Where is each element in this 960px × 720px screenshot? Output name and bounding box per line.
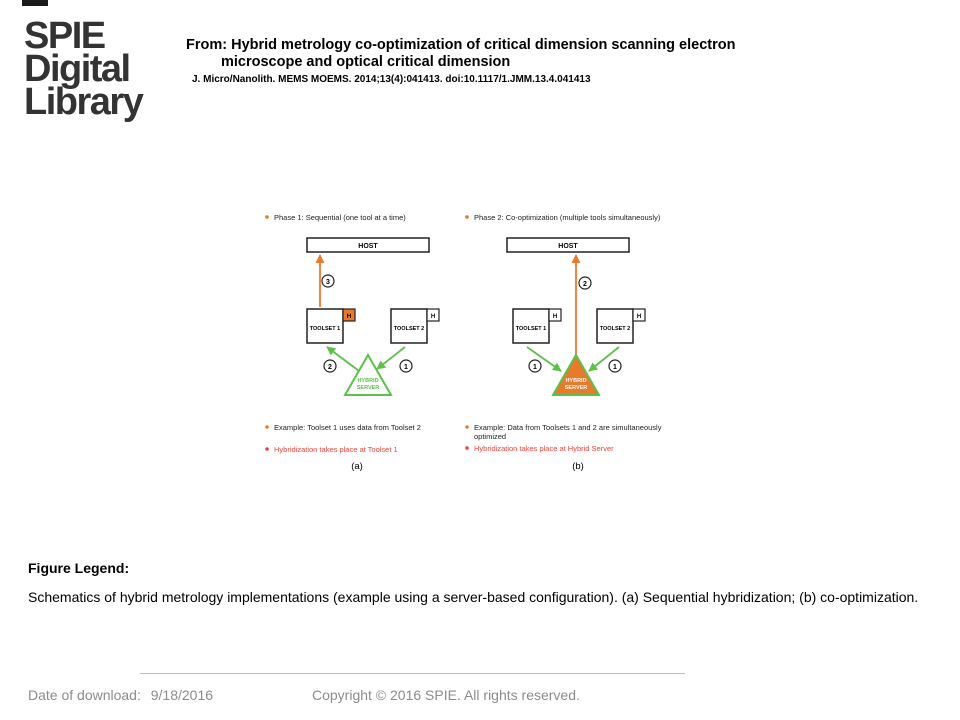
panel-b-phase-label: Phase 2: Co-optimization (multiple tools…: [474, 213, 661, 222]
bullet-icon: [465, 425, 469, 429]
panel-a-caption: (a): [351, 461, 363, 472]
panel-b-step-2-number: 2: [583, 281, 587, 288]
bullet-icon: [265, 215, 269, 219]
panel-b-step-1-left-badge: [528, 359, 542, 373]
panel-b-host-box: [506, 237, 630, 253]
panel-b-hybrid-server-triangle: [551, 352, 601, 396]
panel-a-host-box: [306, 237, 430, 253]
panel-b-toolset-1-flag-letter: H: [553, 314, 557, 320]
panel-a-hybridization: Hybridization takes place at Toolset 1: [274, 445, 398, 454]
article-citation: J. Micro/Nanolith. MEMS MOEMS. 2014;13(4…: [192, 74, 591, 85]
panel-b-host-label: HOST: [558, 243, 578, 250]
figure-legend-title: Figure Legend:: [28, 560, 130, 576]
top-bar: [22, 0, 48, 6]
panel-b: Phase 2: Co-optimization (multiple tools…: [465, 213, 662, 472]
panel-a-step-1-badge: [399, 359, 413, 373]
bullet-icon: [265, 425, 269, 429]
panel-b-example-line-1: Example: Data from Toolsets 1 and 2 are …: [474, 423, 662, 432]
panel-b-toolset-1-hybrid-flag: [548, 308, 562, 322]
panel-b-caption: (b): [572, 461, 584, 472]
copyright-notice: Copyright © 2016 SPIE. All rights reserv…: [312, 687, 580, 703]
panel-a-toolset-2-box: [390, 308, 428, 344]
panel-a-toolset-2-hybrid-flag: [426, 308, 440, 322]
panel-a-toolset-2-flag-letter: H: [431, 314, 435, 320]
logo-line-3: Library: [24, 81, 144, 123]
panel-a-toolset-1-label: TOOLSET 1: [310, 326, 340, 332]
panel-a-step-1-number: 1: [404, 364, 408, 371]
figure-legend-text: Schematics of hybrid metrology implement…: [28, 589, 919, 605]
panel-a-step-2-number: 2: [328, 364, 332, 371]
bullet-icon: [465, 215, 469, 219]
panel-a-example: Example: Toolset 1 uses data from Toolse…: [274, 423, 421, 432]
panel-b-toolset-1-box: [512, 308, 550, 344]
panel-b-toolset-1-label: TOOLSET 1: [516, 326, 546, 332]
panel-b-step-2-badge: [578, 276, 592, 290]
bullet-icon: [265, 447, 269, 451]
panel-b-arrow-step-1-left: [526, 346, 562, 372]
panel-b-toolset-2-label: TOOLSET 2: [600, 326, 630, 332]
download-date-value: 9/18/2016: [150, 687, 214, 703]
panel-a-host-label: HOST: [358, 243, 378, 250]
panel-a-hybrid-server-label-1: HYBRID: [357, 378, 378, 384]
hybrid-metrology-figure: Phase 1: Sequential (one tool at a time)…: [265, 213, 662, 472]
article-header: From: Hybrid metrology co-optimization o…: [186, 37, 886, 87]
panel-a-hybrid-server-triangle: [343, 352, 393, 396]
panel-a-arrow-step-1: [376, 346, 406, 370]
panel-b-hybridization: Hybridization takes place at Hybrid Serv…: [474, 444, 614, 453]
panel-a-step-3-number: 3: [326, 279, 330, 286]
logo-line-2: Digital: [24, 48, 131, 90]
panel-b-toolset-2-box: [596, 308, 634, 344]
panel-b-hybrid-server-label-1: HYBRID: [565, 378, 586, 384]
panel-a-toolset-1-flag-letter: H: [347, 314, 351, 320]
panel-a: Phase 1: Sequential (one tool at a time)…: [265, 213, 440, 472]
panel-a-step-2-badge: [323, 359, 337, 373]
bullet-icon: [465, 446, 469, 450]
panel-b-step-1-left-number: 1: [533, 364, 537, 371]
panel-b-example-line-2: optimized: [474, 432, 506, 441]
download-date-label: Date of download:: [28, 687, 141, 703]
panel-b-toolset-2-flag-letter: H: [637, 314, 641, 320]
footer-divider: [140, 673, 685, 674]
logo-line-1: SPIE: [24, 15, 106, 57]
panel-a-toolset-1-box: [306, 308, 344, 344]
panel-b-toolset-2-hybrid-flag: [632, 308, 646, 322]
panel-b-step-1-right-badge: [608, 359, 622, 373]
panel-b-arrow-step-1-right: [588, 346, 620, 372]
panel-a-toolset-2-label: TOOLSET 2: [394, 326, 424, 332]
panel-b-hybrid-server-label-2: SERVER: [565, 385, 588, 391]
panel-a-phase-label: Phase 1: Sequential (one tool at a time): [274, 213, 406, 222]
panel-a-arrow-step-2: [326, 346, 360, 372]
article-title-line-1: From: Hybrid metrology co-optimization o…: [186, 37, 736, 53]
panel-a-hybrid-server-label-2: SERVER: [357, 385, 380, 391]
panel-a-step-3-badge: [321, 274, 335, 288]
spie-digital-library-logo: SPIE Digital Library: [24, 15, 154, 123]
article-title-line-2: microscope and optical critical dimensio…: [221, 54, 511, 70]
panel-a-toolset-1-hybrid-flag: [342, 308, 356, 322]
download-date-info: Date of download: 9/18/2016: [28, 687, 213, 703]
panel-b-step-1-right-number: 1: [613, 364, 617, 371]
